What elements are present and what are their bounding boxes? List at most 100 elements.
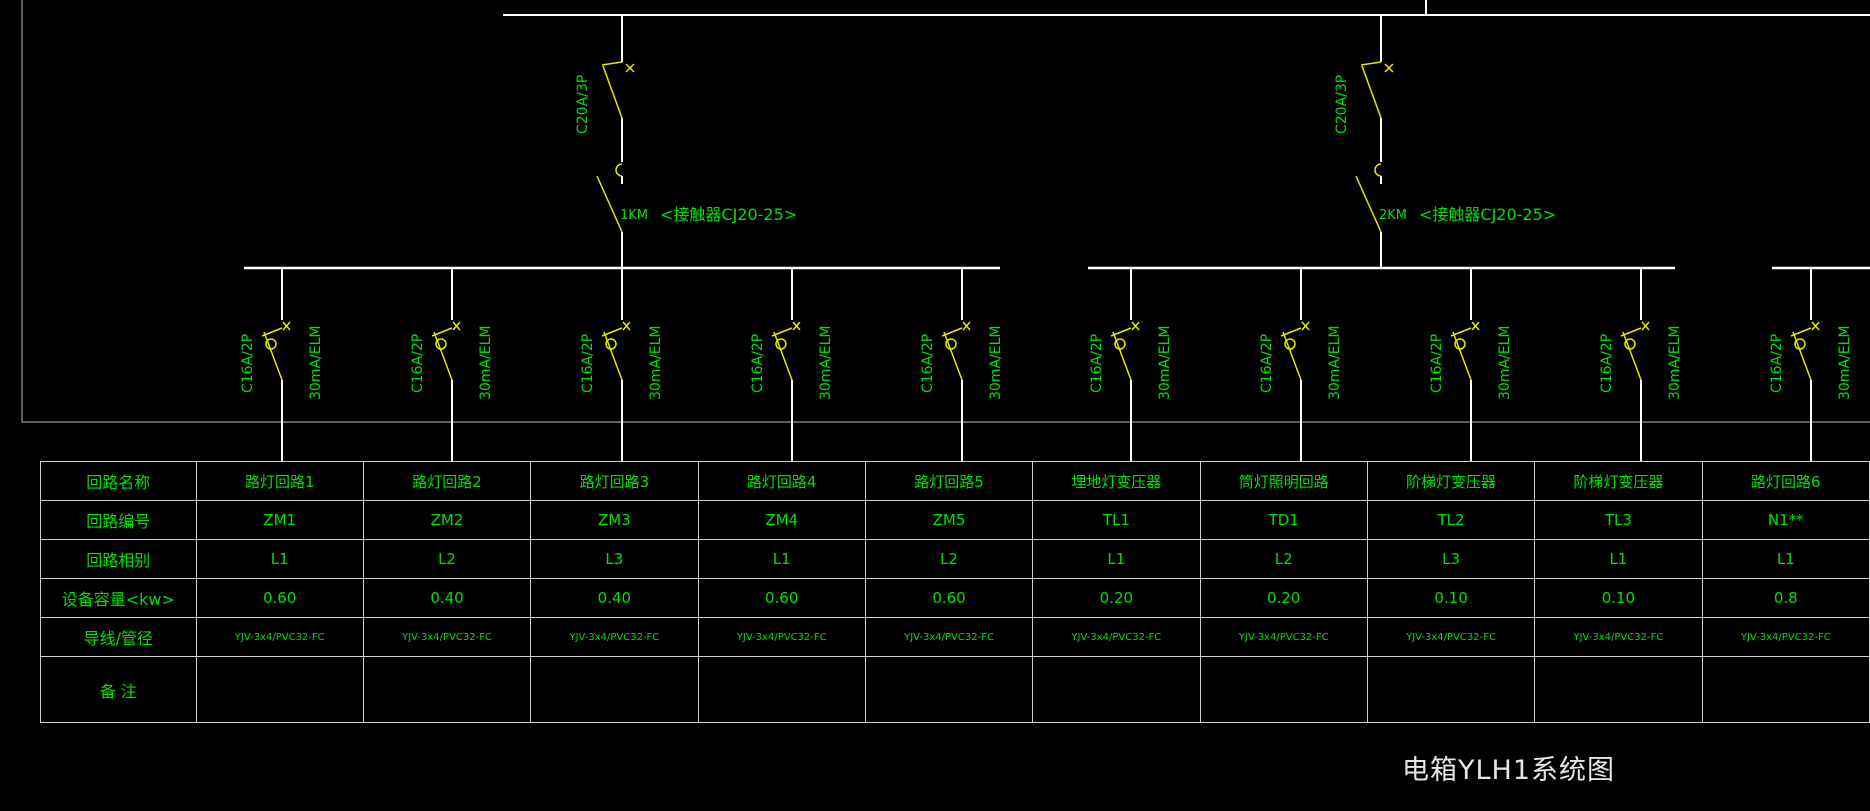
cell-note <box>697 656 866 723</box>
cell-phase: L1 <box>195 539 364 579</box>
cell-capacity: 0.10 <box>1366 578 1536 618</box>
breaker-blade <box>1622 331 1642 381</box>
breaker-x-mark <box>1384 63 1394 73</box>
branch-circuits: C16A/2P 30mA/ELM C16A/2P 30mA/ELM C16A/2P 30m… <box>240 268 1853 461</box>
branch-rcd-label: 30mA/ELM <box>478 326 494 400</box>
cell-cable: YJV-3x4/PVC32-FC <box>697 617 866 657</box>
contactor-blade <box>1355 175 1382 233</box>
cell-name: 阶梯灯变压器 <box>1534 461 1703 501</box>
breaker-x-mark <box>792 321 801 331</box>
branch-breaker-rating: C16A/2P <box>240 334 256 393</box>
contactor-id: 2KM <box>1379 208 1407 223</box>
cell-cable: YJV-3x4/PVC32-FC <box>362 617 532 657</box>
cell-cable: YJV-3x4/PVC32-FC <box>1534 617 1703 657</box>
breaker-blade <box>943 331 963 381</box>
branch-rcd-label: 30mA/ELM <box>818 326 834 400</box>
cell-capacity: 0.20 <box>1032 578 1201 618</box>
cell-code: ZM2 <box>362 500 532 540</box>
breaker-blade <box>773 331 793 381</box>
cell-code: TL3 <box>1534 500 1703 540</box>
breaker-x-mark <box>452 321 461 331</box>
breaker-x-mark <box>622 321 631 331</box>
contactor-id: 1KM <box>620 208 648 223</box>
cell-note <box>530 656 699 723</box>
branch-breaker-rating: C16A/2P <box>410 334 426 393</box>
cell-cable: YJV-3x4/PVC32-FC <box>1701 617 1870 657</box>
breaker-blade <box>1360 61 1382 66</box>
cell-name: 路灯回路2 <box>362 461 532 501</box>
branch-rcd-label: 30mA/ELM <box>1327 326 1343 400</box>
cell-phase: L1 <box>1534 539 1703 579</box>
branch-circuit-2: C16A/2P 30mA/ELM <box>410 268 494 461</box>
contactor-label: <接触器CJ20-25> <box>660 205 797 224</box>
cell-phase: L1 <box>1032 539 1201 579</box>
cell-name: 路灯回路3 <box>530 461 699 501</box>
breaker-x-mark <box>1131 321 1140 331</box>
cell-cable: YJV-3x4/PVC32-FC <box>1366 617 1536 657</box>
breaker-x-mark <box>1811 321 1820 331</box>
branch-breaker-rating: C16A/2P <box>1769 334 1785 393</box>
breaker-blade <box>263 331 283 381</box>
breaker-x-mark <box>1301 321 1310 331</box>
cell-note <box>864 656 1034 723</box>
cell-cable: YJV-3x4/PVC32-FC <box>195 617 364 657</box>
row-header: 回路名称 <box>40 461 197 501</box>
branch-breaker-rating: C16A/2P <box>1429 334 1445 393</box>
drawing-frame <box>21 0 1870 423</box>
cell-cable: YJV-3x4/PVC32-FC <box>864 617 1034 657</box>
cell-code: TL1 <box>1032 500 1201 540</box>
cell-name: 路灯回路1 <box>195 461 364 501</box>
breaker-blade <box>1361 65 1382 119</box>
cell-note <box>1534 656 1703 723</box>
breaker-blade <box>1112 331 1132 381</box>
row-header: 回路相别 <box>40 539 197 579</box>
branch-circuit-10: C16A/2P 30mA/ELM <box>1769 268 1853 461</box>
cell-cable: YJV-3x4/PVC32-FC <box>530 617 699 657</box>
row-header: 设备容量<kw> <box>40 578 197 618</box>
cell-note <box>195 656 364 723</box>
row-note: 备 注 <box>40 656 1870 723</box>
branch-breaker-rating: C16A/2P <box>1259 334 1275 393</box>
branch-circuit-1: C16A/2P 30mA/ELM <box>240 268 324 461</box>
cell-cable: YJV-3x4/PVC32-FC <box>1032 617 1201 657</box>
cell-note <box>1032 656 1201 723</box>
breaker-x-mark <box>625 63 635 73</box>
cell-capacity: 0.8 <box>1701 578 1870 618</box>
branch-rcd-label: 30mA/ELM <box>648 326 664 400</box>
main-breaker-rating: C20A/3P <box>1334 75 1350 134</box>
cell-name: 埋地灯变压器 <box>1032 461 1201 501</box>
breaker-x-mark <box>282 321 291 331</box>
breaker-x-mark <box>962 321 971 331</box>
contactor-label: <接触器CJ20-25> <box>1419 205 1556 224</box>
branch-rcd-label: 30mA/ELM <box>308 326 324 400</box>
breaker-blade <box>601 61 623 66</box>
cell-code: ZM1 <box>195 500 364 540</box>
breaker-blade <box>433 331 453 381</box>
cell-capacity: 0.60 <box>864 578 1034 618</box>
branch-rcd-label: 30mA/ELM <box>1667 326 1683 400</box>
row-header: 导线/管径 <box>40 617 197 657</box>
cell-code: N1** <box>1701 500 1870 540</box>
branch-breaker-rating: C16A/2P <box>1599 334 1615 393</box>
cell-phase: L2 <box>1199 539 1368 579</box>
branch-rcd-label: 30mA/ELM <box>1837 326 1853 400</box>
main-breaker-rating: C20A/3P <box>575 75 591 134</box>
cell-phase: L2 <box>864 539 1034 579</box>
cell-phase: L3 <box>530 539 699 579</box>
breaker-blade <box>1792 331 1812 381</box>
cell-code: ZM3 <box>530 500 699 540</box>
branch-circuit-9: C16A/2P 30mA/ELM <box>1599 268 1683 461</box>
breaker-blade <box>1452 331 1472 381</box>
cell-note <box>1366 656 1536 723</box>
cell-capacity: 0.40 <box>362 578 532 618</box>
contactor-coil <box>615 163 623 177</box>
contactor-blade <box>596 175 623 233</box>
